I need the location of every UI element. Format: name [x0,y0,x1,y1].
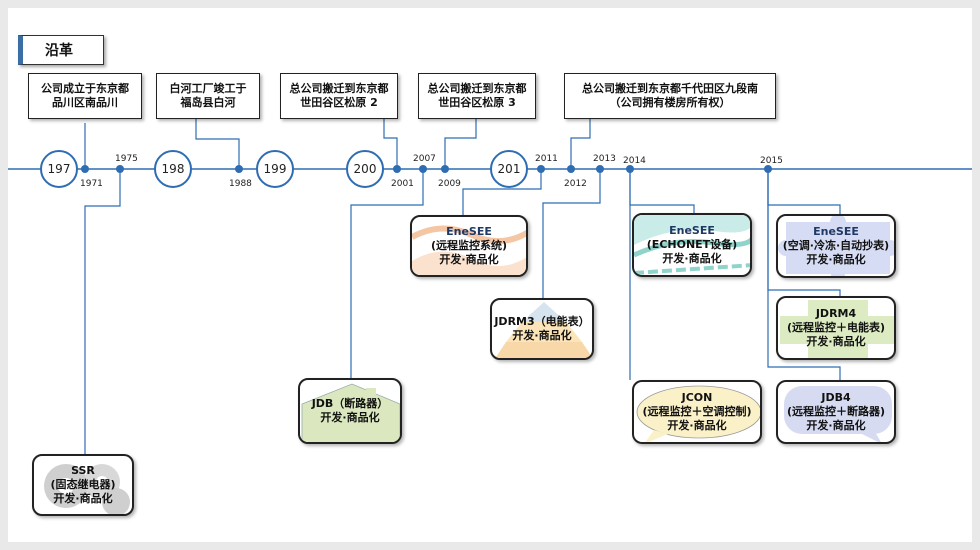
connector-2009 [444,118,477,169]
year-label: 1975 [115,154,138,164]
product-enesee-1: EneSEE (远程监控系统) 开发·商品化 [410,215,528,277]
bubble-icon [636,385,760,442]
year-label: 2013 [593,154,616,164]
decade-circle: 199 [256,150,294,188]
product-name: JDRM3（电能表） [494,315,590,328]
event-2012: 总公司搬迁到东京都千代田区九段南（公司拥有楼房所有权） [564,73,776,119]
decade-circle: 197 [40,150,78,188]
product-name: EneSEE [813,225,859,238]
year-dot [537,165,545,173]
product-status: 开发·商品化 [806,253,866,266]
section-title: 沿革 [18,35,104,65]
connector-enesee1 [462,169,542,218]
connector-enesee3 [767,169,841,214]
year-dot [441,165,449,173]
year-dot [116,165,124,173]
product-name: EneSEE [669,224,715,237]
year-label: 2001 [391,179,414,189]
gears-icon [44,464,130,514]
year-label: 1971 [80,179,103,189]
year-dot [567,165,575,173]
house-icon [301,383,400,442]
product-jcon: JCON (远程监控＋空调控制) 开发·商品化 [632,380,762,444]
connector-2001 [383,118,398,169]
year-dot [626,165,634,173]
pyramid-icon [495,302,592,358]
speech-bubble-icon [784,386,892,442]
puzzle-icon [778,216,894,276]
product-name: JDB4 [821,391,851,404]
product-status: 开发·商品化 [662,252,722,265]
year-label: 1988 [229,179,252,189]
product-desc: (远程监控＋断路器) [786,405,886,418]
product-status: 开发·商品化 [512,329,572,342]
connector-enesee2 [629,169,695,214]
wave-icon [412,225,526,275]
product-enesee-2: EneSEE (ECHONET设备) 开发·商品化 [632,213,752,277]
year-label: 2009 [438,179,461,189]
product-status: 开发·商品化 [806,335,866,348]
year-dot [596,165,604,173]
year-label: 2012 [564,179,587,189]
wave-icon [634,215,750,275]
product-status: 开发·商品化 [439,253,499,266]
connector-2012 [570,118,591,169]
connector-1988 [195,118,240,169]
product-desc: (固态继电器) [50,478,116,491]
decade-circle: 200 [346,150,384,188]
year-label: 2011 [535,154,558,164]
product-enesee-3: EneSEE (空调·冷冻·自动抄表) 开发·商品化 [776,214,896,278]
product-jdrm3: JDRM3（电能表） 开发·商品化 [490,298,594,360]
year-dot [393,165,401,173]
product-status: 开发·商品化 [667,419,727,432]
product-name: SSR [71,464,95,477]
event-2009: 总公司搬迁到东京都世田谷区松原 3 [418,73,536,119]
product-name: EneSEE [446,225,492,238]
connector-ssr [84,169,121,456]
product-jdrm4: JDRM4 (远程监控＋电能表) 开发·商品化 [776,296,896,360]
year-dot [235,165,243,173]
product-ssr: SSR (固态继电器) 开发·商品化 [32,454,134,516]
decade-circle: 198 [154,150,192,188]
product-status: 开发·商品化 [320,411,380,424]
year-dot [764,165,772,173]
year-label: 2007 [413,154,436,164]
product-name: JCON [681,391,713,404]
product-status: 开发·商品化 [806,419,866,432]
year-label: 2015 [760,156,783,166]
event-2001: 总公司搬迁到东京都世田谷区松原 2 [280,73,398,119]
product-name: JDB（断路器） [311,397,389,410]
cross-icon [780,300,894,358]
product-desc: (远程监控系统) [430,239,508,252]
slide: 沿革 公司成立于东京都品川区南品川 白河工厂竣工于福岛县白河 [8,8,972,542]
product-name: JDRM4 [815,307,857,320]
event-1971: 公司成立于东京都品川区南品川 [28,73,142,119]
product-desc: (空调·冷冻·自动抄表) [782,239,890,252]
product-desc: (远程监控＋电能表) [786,321,886,334]
connector-jdb [350,169,424,380]
product-desc: (ECHONET设备) [646,238,738,251]
product-desc: (远程监控＋空调控制) [642,405,752,418]
event-1988: 白河工厂竣工于福岛县白河 [156,73,260,119]
product-status: 开发·商品化 [53,492,113,505]
product-jdb4: JDB4 (远程监控＋断路器) 开发·商品化 [776,380,896,444]
connector-jdrm3 [542,169,601,298]
decade-circle: 201 [490,150,528,188]
product-jdb: JDB（断路器） 开发·商品化 [298,378,402,444]
year-dot [81,165,89,173]
year-dot [419,165,427,173]
year-label: 2014 [623,156,646,166]
connector-jdb4 [767,169,841,380]
